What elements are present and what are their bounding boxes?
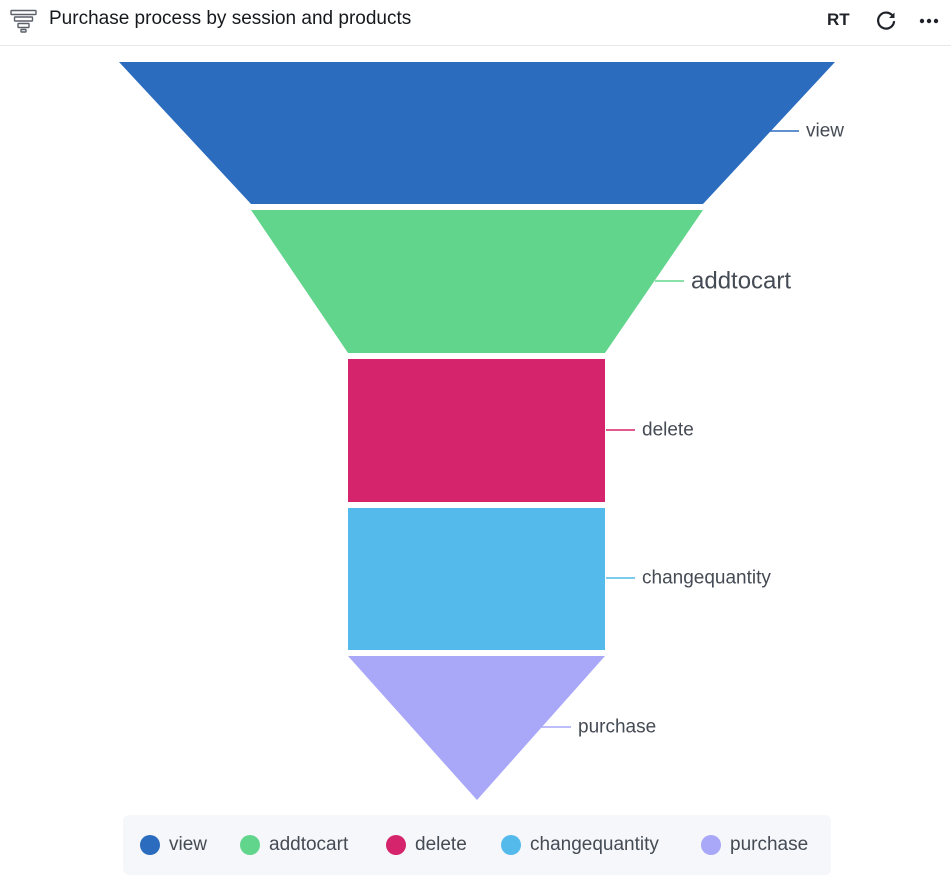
legend-swatch: [140, 835, 160, 855]
funnel-icon: [10, 9, 37, 33]
funnel-segment-changequantity[interactable]: [348, 508, 605, 650]
panel-title: Purchase process by session and products: [49, 8, 412, 29]
funnel-segment-delete[interactable]: [348, 359, 605, 502]
legend-swatch: [701, 835, 721, 855]
rt-badge[interactable]: RT: [827, 10, 850, 29]
legend-label: view: [169, 834, 208, 855]
legend-item-purchase[interactable]: purchase: [701, 815, 808, 875]
funnel-segment-addtocart[interactable]: [251, 210, 703, 353]
funnel-label-addtocart: addtocart: [691, 268, 791, 295]
legend-label: changequantity: [530, 834, 659, 855]
funnel-label-delete: delete: [642, 420, 694, 441]
legend-item-changequantity[interactable]: changequantity: [501, 815, 659, 875]
refresh-icon[interactable]: [873, 8, 899, 34]
legend-item-addtocart[interactable]: addtocart: [240, 815, 348, 875]
legend-label: addtocart: [269, 834, 349, 855]
legend-label: purchase: [730, 834, 809, 855]
legend-label: delete: [415, 834, 467, 855]
legend-swatch: [501, 835, 521, 855]
funnel-segment-purchase[interactable]: [348, 656, 605, 800]
funnel-label-changequantity: changequantity: [642, 568, 771, 589]
legend-swatch: [240, 835, 260, 855]
legend-swatch: [386, 835, 406, 855]
chart-legend: view addtocart delete changequantity purchas…: [123, 815, 831, 875]
panel-header: Purchase process by session and products…: [0, 0, 951, 46]
legend-item-delete[interactable]: delete: [386, 815, 467, 875]
funnel-label-view: view: [806, 121, 844, 142]
funnel-chart: view addtocart delete changequantity purchas…: [119, 62, 844, 800]
more-icon[interactable]: [916, 8, 942, 34]
legend-item-view[interactable]: view: [140, 815, 207, 875]
funnel-label-purchase: purchase: [578, 717, 656, 738]
funnel-segment-view[interactable]: [119, 62, 835, 204]
